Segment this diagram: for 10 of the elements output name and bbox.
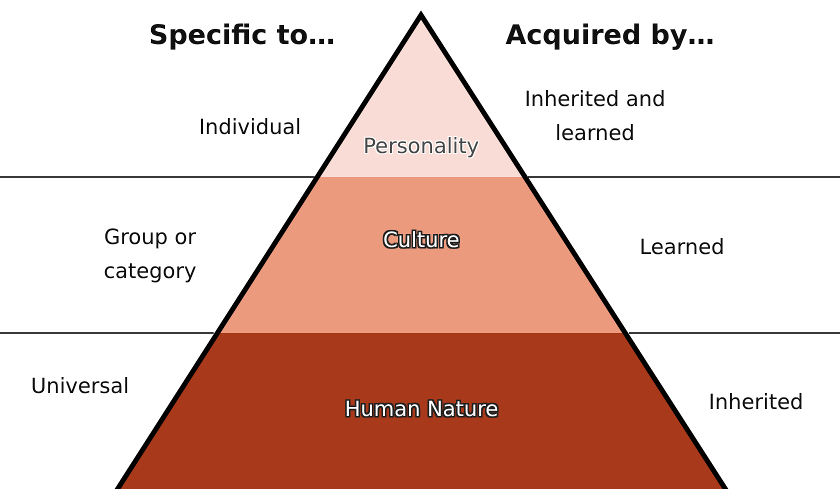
row-label: Learned	[638, 234, 726, 261]
column-heading: Acquired by…	[504, 19, 716, 53]
row-label: Inherited and learned	[524, 86, 666, 147]
row-label: Individual	[198, 114, 302, 141]
band-label: Culture	[382, 228, 461, 252]
row-label: Inherited	[708, 389, 804, 416]
row-label: Universal	[30, 373, 130, 400]
row-label: Group or category	[102, 224, 198, 285]
column-heading: Specific to…	[148, 19, 336, 53]
band-label: Personality	[362, 134, 480, 158]
